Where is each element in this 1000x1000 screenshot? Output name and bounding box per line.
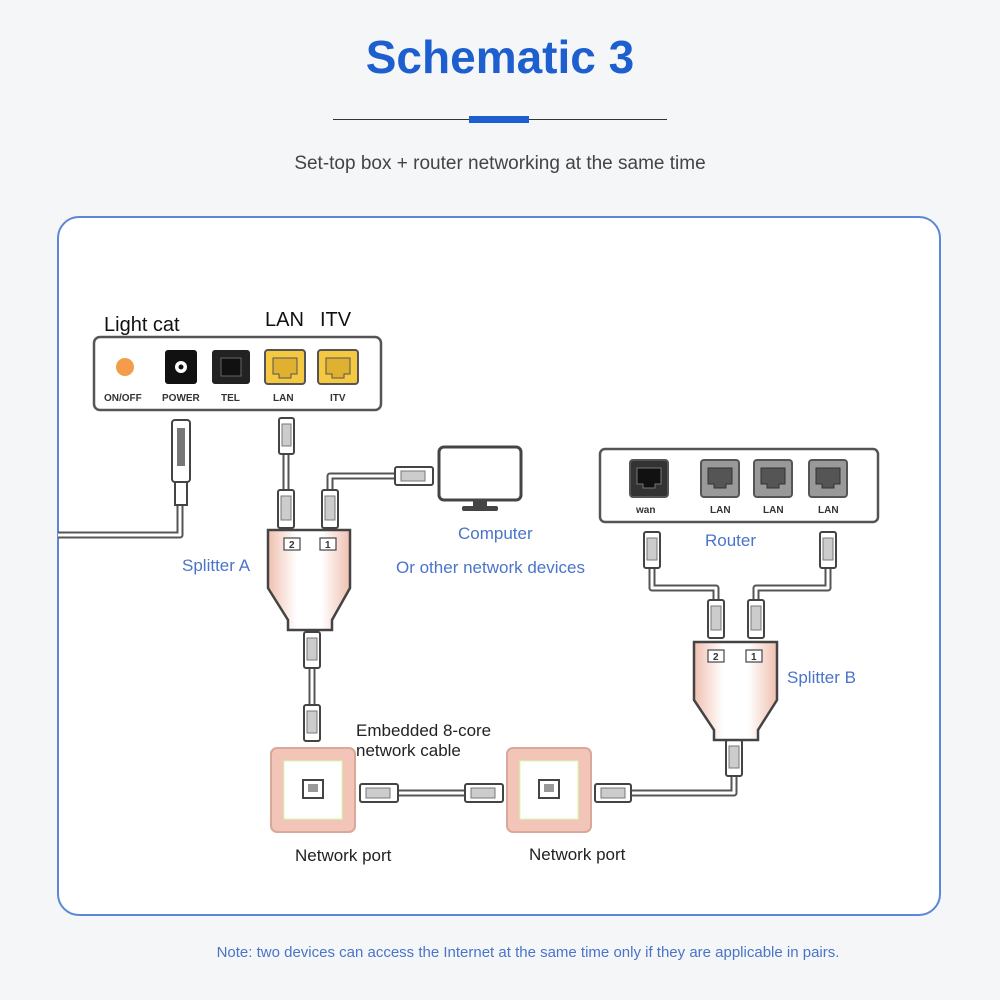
splitter-b-label: Splitter B (787, 668, 856, 687)
power-cable (58, 505, 184, 539)
splitter-a-port-1-label: 1 (325, 540, 331, 551)
splitter-a-port-2-label: 2 (289, 540, 295, 551)
computer-sub-label: Or other network devices (396, 558, 585, 577)
router-port-label-lan-3: LAN (818, 505, 839, 516)
network-port-right-label: Network port (529, 845, 626, 864)
router-device: wan LAN LAN LAN (598, 447, 880, 524)
router-label: Router (705, 531, 756, 550)
cable-label-line1: Embedded 8-core (356, 721, 491, 740)
router-port-label-wan: wan (635, 505, 655, 516)
footer-note: Note: two devices can access the Interne… (216, 944, 840, 961)
port-label-tel: TEL (221, 393, 240, 404)
page-title: Schematic 3 (365, 31, 635, 83)
splitter-a-label: Splitter A (182, 556, 251, 575)
light-cat-modem: Light cat LAN ITV ON/OFF POWER TEL LAN I… (92, 309, 383, 412)
splitter-a: 2 1 Splitter A (182, 528, 352, 632)
port-label-onoff: ON/OFF (104, 393, 142, 404)
computer-label: Computer (458, 524, 533, 543)
power-plug-icon (171, 419, 191, 506)
title-divider-accent (469, 116, 529, 123)
page-subtitle: Set-top box + router networking at the s… (294, 153, 706, 174)
network-port-left-label: Network port (295, 846, 392, 865)
power-led-icon (116, 358, 134, 376)
port-label-itv: ITV (330, 393, 346, 404)
network-port-right (506, 747, 592, 833)
router-lan-to-splitter-b-cable (648, 568, 720, 600)
splitter-b-port-1-label: 1 (751, 652, 757, 663)
network-port-left (270, 747, 356, 833)
splitter-b: 2 1 Splitter B (692, 640, 856, 742)
splitter-b-port-2-label: 2 (713, 652, 719, 663)
port-label-power: POWER (162, 393, 201, 404)
light-cat-title: Light cat (104, 314, 180, 336)
router-port-label-lan-2: LAN (763, 505, 784, 516)
router-port-label-lan-1: LAN (710, 505, 731, 516)
router-wan-to-splitter-b-cable (752, 568, 832, 600)
computer-monitor-icon (437, 445, 523, 511)
rj45-connectors (277, 417, 837, 803)
port-to-splitter-b-cable (630, 775, 738, 797)
light-cat-itv-header: ITV (320, 309, 352, 331)
computer-to-splitter-a-cable (326, 472, 395, 490)
cable-label-line2: network cable (356, 741, 461, 760)
light-cat-lan-header: LAN (265, 309, 304, 331)
port-label-lan: LAN (273, 393, 294, 404)
